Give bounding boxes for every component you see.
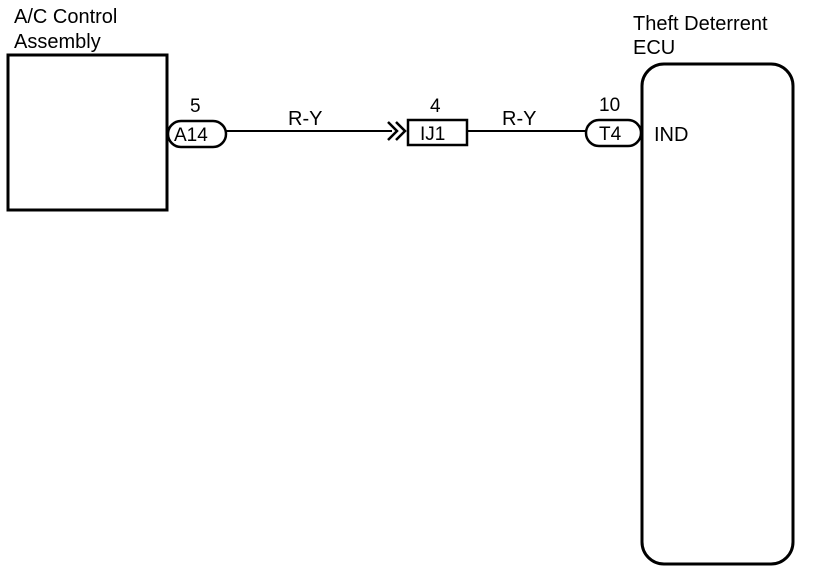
connector-t4-pin: 10 <box>599 95 620 116</box>
theft-deterrent-ecu-ind-terminal: IND <box>654 124 688 146</box>
theft-deterrent-ecu-box <box>640 62 795 566</box>
ac-control-assembly-label-line2: Assembly <box>14 31 101 53</box>
connector-a14-pin: 5 <box>190 96 201 117</box>
ac-control-assembly-box <box>6 53 169 212</box>
connector-ij1: 4 IJ1 <box>387 96 469 147</box>
connector-ij1-shape <box>406 118 469 147</box>
theft-deterrent-ecu: Theft Deterrent ECU IND <box>633 13 795 566</box>
wire-segment-2-color: R-Y <box>502 108 536 130</box>
ac-control-assembly-label-line1: A/C Control <box>14 6 117 28</box>
wire-segment-1: R-Y <box>226 108 392 132</box>
wire-segment-1-color: R-Y <box>288 108 322 130</box>
connector-t4: 10 T4 <box>584 95 643 148</box>
chevron-icon <box>387 121 399 141</box>
connector-ij1-id: IJ1 <box>420 124 445 145</box>
ac-control-assembly: A/C Control Assembly <box>6 6 169 212</box>
connector-a14: 5 A14 <box>166 96 228 149</box>
connector-a14-shape <box>166 119 228 149</box>
connector-ij1-pin: 4 <box>430 96 441 117</box>
chevron-icon <box>395 121 407 141</box>
theft-deterrent-ecu-label-line2: ECU <box>633 37 675 59</box>
theft-deterrent-ecu-label-line1: Theft Deterrent <box>633 13 768 35</box>
connector-t4-id: T4 <box>599 124 622 145</box>
connector-a14-id: A14 <box>174 125 208 146</box>
wire-segment-2: R-Y <box>467 108 586 132</box>
